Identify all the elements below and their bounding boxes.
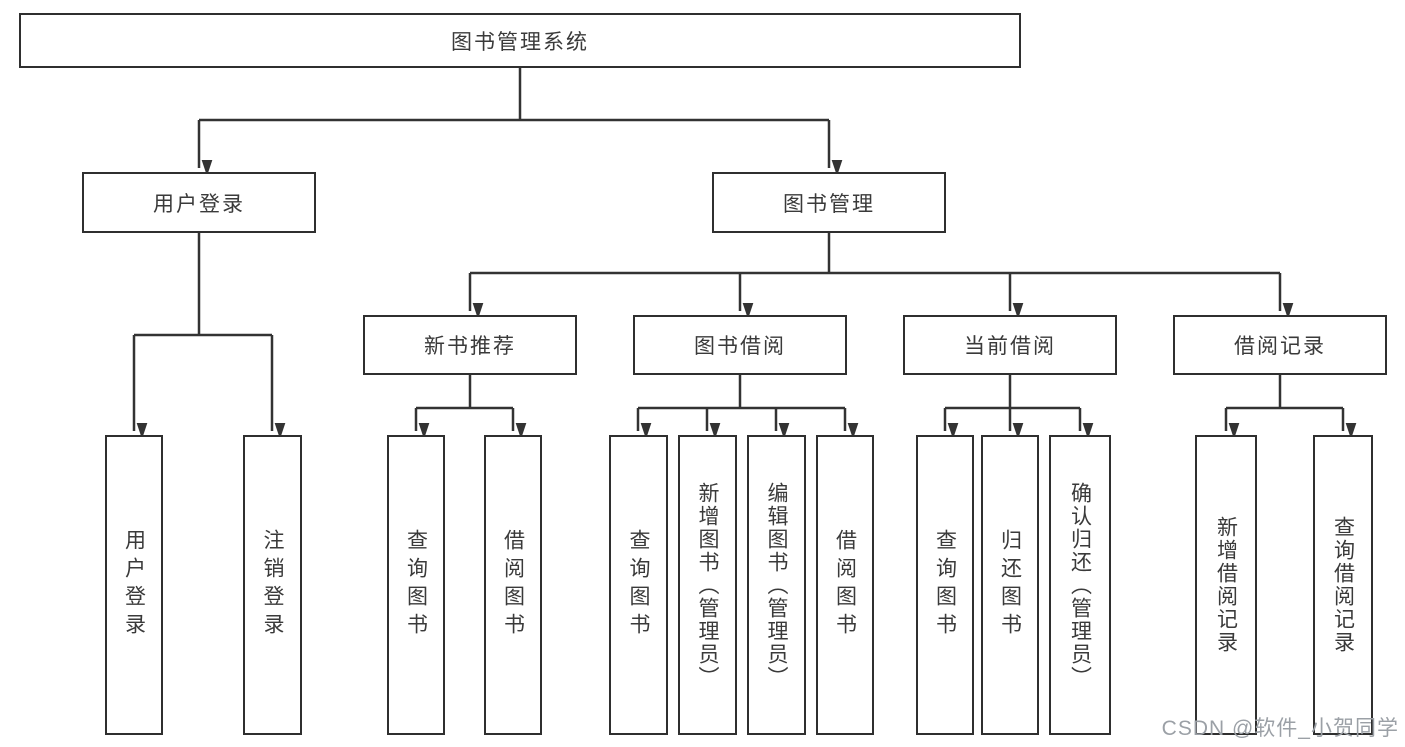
leaf-label: 用户登录: [122, 529, 146, 641]
node-label: 新书推荐: [424, 335, 516, 358]
leaf-label: 查询图书: [627, 529, 650, 641]
leaf-label: 归还图书: [998, 529, 1022, 641]
leaf-label: 新增图书（管理员）: [696, 481, 719, 689]
leaf-edit-books-admin: 编辑图书（管理员）: [747, 435, 806, 735]
leaf-label: 查询图书: [404, 529, 428, 641]
leaf-user-login: 用户登录: [105, 435, 163, 735]
node-user-login: 用户登录: [82, 172, 316, 233]
leaf-query-books-2: 查询图书: [609, 435, 668, 735]
leaf-query-books-3: 查询图书: [916, 435, 974, 735]
node-label: 图书借阅: [694, 335, 786, 358]
leaf-borrow-books-1: 借阅图书: [484, 435, 542, 735]
node-label: 用户登录: [153, 192, 245, 216]
node-current-borrow: 当前借阅: [903, 315, 1117, 375]
leaf-label: 借阅图书: [501, 529, 525, 641]
node-book-borrow: 图书借阅: [633, 315, 847, 375]
leaf-label: 查询借阅记录: [1331, 516, 1355, 654]
leaf-logout: 注销登录: [243, 435, 302, 735]
node-label: 图书管理系统: [451, 30, 589, 54]
leaf-label: 确认归还（管理员）: [1068, 481, 1092, 689]
leaf-label: 编辑图书（管理员）: [765, 481, 788, 689]
node-book-management: 图书管理: [712, 172, 946, 233]
leaf-add-borrow-record: 新增借阅记录: [1195, 435, 1257, 735]
leaf-add-books-admin: 新增图书（管理员）: [678, 435, 737, 735]
csdn-watermark: CSDN @软件_小贺同学: [1161, 717, 1399, 740]
node-borrow-records: 借阅记录: [1173, 315, 1387, 375]
leaf-return-books: 归还图书: [981, 435, 1039, 735]
leaf-label: 查询图书: [933, 529, 957, 641]
leaf-confirm-return-admin: 确认归还（管理员）: [1049, 435, 1111, 735]
node-new-book-recommend: 新书推荐: [363, 315, 577, 375]
leaf-label: 注销登录: [261, 529, 284, 641]
leaf-query-borrow-record: 查询借阅记录: [1313, 435, 1373, 735]
leaf-label: 借阅图书: [833, 529, 857, 641]
leaf-query-books-1: 查询图书: [387, 435, 445, 735]
node-label: 借阅记录: [1234, 335, 1326, 358]
node-library-management-system: 图书管理系统: [19, 13, 1021, 68]
leaf-borrow-books-2: 借阅图书: [816, 435, 874, 735]
node-label: 当前借阅: [964, 335, 1056, 358]
node-label: 图书管理: [783, 192, 875, 216]
leaf-label: 新增借阅记录: [1214, 516, 1238, 654]
